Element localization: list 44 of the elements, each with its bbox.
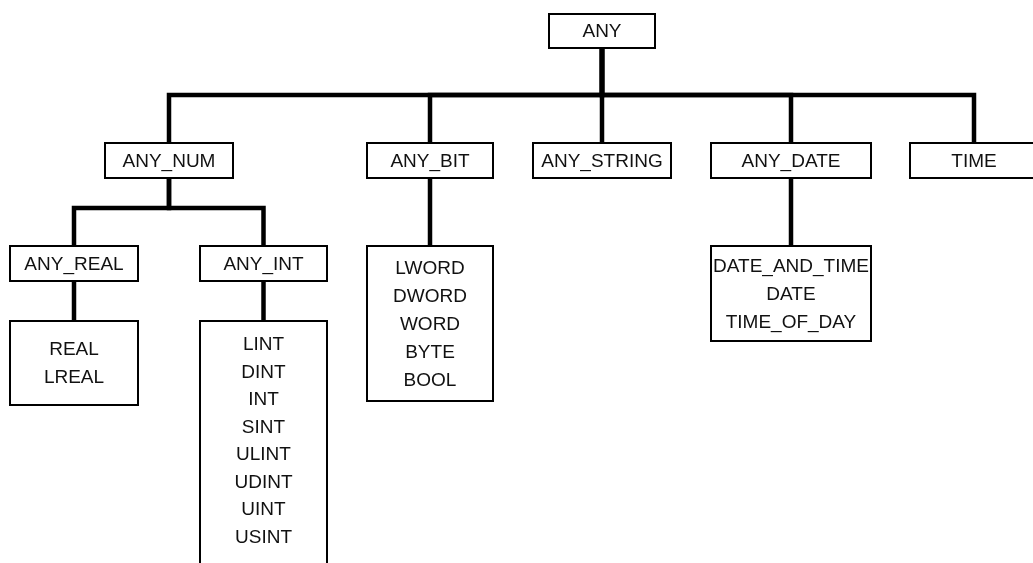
type-name: SINT (241, 414, 286, 439)
type-name: UINT (241, 497, 286, 521)
type-box (366, 142, 494, 179)
type-name: LINT (242, 332, 285, 356)
type-box (104, 142, 234, 179)
type-name: DINT (241, 359, 286, 384)
type-list-box (366, 245, 494, 402)
tree-connector (261, 282, 266, 320)
type-name: WORD (399, 311, 461, 336)
type-name: TIME_OF_DAY (725, 309, 857, 335)
type-name: DATE_AND_TIME (713, 253, 869, 279)
type-box (199, 245, 328, 282)
type-box (532, 142, 672, 179)
type-name: LWORD (395, 255, 465, 280)
type-name: ANY (582, 19, 622, 43)
type-list-box (199, 320, 328, 563)
type-name: INT (248, 387, 279, 411)
type-box (710, 142, 872, 179)
type-name: ANY_REAL (24, 251, 124, 277)
type-name: ANY_NUM (122, 148, 216, 174)
type-name: ANY_STRING (541, 148, 663, 174)
type-name: LREAL (43, 365, 105, 389)
tree-connector (427, 179, 433, 245)
tree-connector (599, 49, 977, 142)
type-list-box (710, 245, 872, 342)
type-name: ANY_DATE (741, 148, 841, 174)
type-box (909, 142, 1033, 179)
type-list-box (9, 320, 139, 406)
tree-connector (71, 282, 77, 320)
type-name: BYTE (405, 339, 455, 364)
type-name: DWORD (393, 283, 467, 308)
type-name: BOOL (403, 367, 457, 392)
tree-connector (166, 179, 266, 245)
tree-connector (788, 179, 794, 245)
type-box (548, 13, 656, 49)
type-name: ULINT (236, 442, 291, 466)
type-name: TIME (951, 148, 997, 173)
type-name: UDINT (234, 469, 293, 494)
type-name: ANY_BIT (390, 148, 470, 174)
type-name: REAL (49, 337, 99, 361)
type-name: USINT (235, 524, 292, 549)
type-name: ANY_INT (223, 251, 304, 277)
type-name: DATE (766, 281, 816, 306)
type-box (9, 245, 139, 282)
